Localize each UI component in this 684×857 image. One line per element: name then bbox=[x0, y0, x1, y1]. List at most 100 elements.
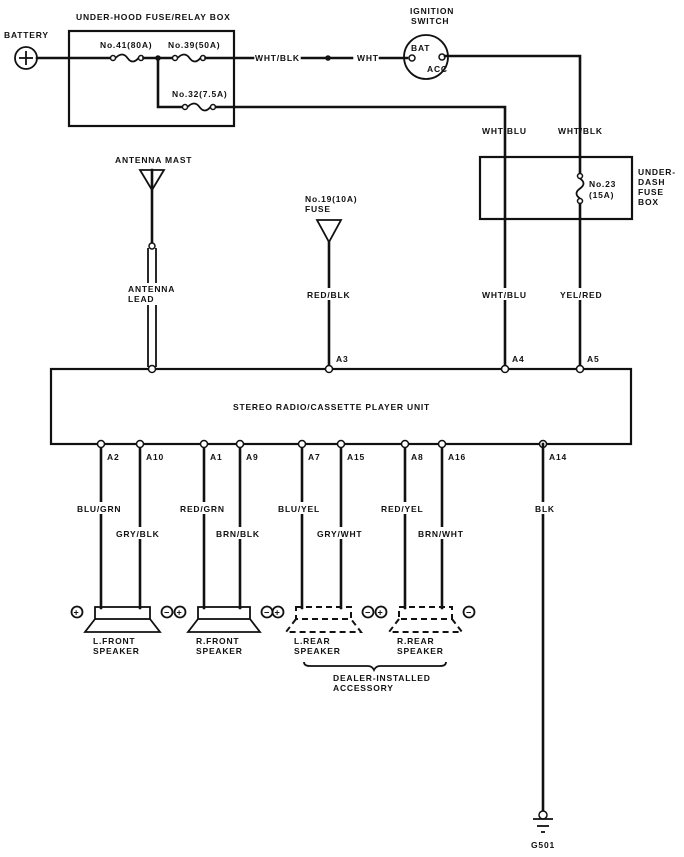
wire-label: BLU/GRN bbox=[77, 504, 121, 514]
speaker-icon bbox=[197, 606, 251, 620]
speaker-label: L.REAR bbox=[294, 636, 330, 646]
stereo-radio-unit: STEREO RADIO/CASSETTE PLAYER UNIT A3 A4 … bbox=[49, 354, 633, 446]
ignition-switch: IGNITION SWITCH BAT ACC bbox=[403, 6, 454, 80]
svg-text:−: − bbox=[365, 608, 370, 618]
svg-text:−: − bbox=[264, 608, 269, 618]
speakers: +−L.FRONTSPEAKER+−R.FRONTSPEAKER+−L.REAR… bbox=[70, 605, 476, 656]
wire-label: BLU/YEL bbox=[278, 504, 320, 514]
under-hood-box-label: UNDER-HOOD FUSE/RELAY BOX bbox=[76, 12, 231, 22]
dealer-label-1: DEALER-INSTALLED bbox=[333, 673, 431, 683]
svg-text:+: + bbox=[275, 608, 280, 618]
speaker-icon bbox=[295, 606, 352, 620]
fuse-19-icon bbox=[315, 219, 343, 244]
ground-g501: BLK G501 bbox=[531, 442, 556, 850]
antenna-lead-label-1: ANTENNA bbox=[128, 284, 175, 294]
under-dash-label-3: FUSE bbox=[638, 187, 664, 197]
under-dash-label-1: UNDER- bbox=[638, 167, 676, 177]
wire-label: GRY/BLK bbox=[116, 529, 160, 539]
pin-a10 bbox=[135, 439, 145, 449]
svg-text:+: + bbox=[378, 608, 383, 618]
pin-a1 bbox=[199, 439, 209, 449]
svg-text:−: − bbox=[466, 608, 471, 618]
wire-label-yel-red: YEL/RED bbox=[560, 290, 602, 300]
speaker-icon bbox=[398, 606, 453, 620]
wire-label: BRN/BLK bbox=[216, 529, 260, 539]
minus-terminal-icon bbox=[361, 605, 375, 619]
pin-label: A15 bbox=[347, 452, 365, 462]
ign-acc-label: ACC bbox=[427, 64, 448, 74]
ground-label: G501 bbox=[531, 840, 555, 850]
fuse-39-label: No.39(50A) bbox=[168, 40, 220, 50]
plus-terminal-icon bbox=[374, 605, 388, 619]
radio-unit-label: STEREO RADIO/CASSETTE PLAYER UNIT bbox=[233, 402, 430, 412]
svg-text:+: + bbox=[74, 608, 79, 618]
dealer-installed-brace: DEALER-INSTALLED ACCESSORY bbox=[303, 661, 447, 693]
ignition-switch-label-2: SWITCH bbox=[411, 16, 449, 26]
wire-label-wht-blu-upper: WHT/BLU bbox=[482, 126, 527, 136]
pin-label-a3: A3 bbox=[336, 354, 348, 364]
speaker-icon bbox=[94, 606, 151, 620]
speaker-label: SPEAKER bbox=[397, 646, 444, 656]
ign-bat-label: BAT bbox=[411, 43, 430, 53]
fuse-39-icon bbox=[171, 53, 207, 63]
fuse-19-feed: No.19(10A) FUSE RED/BLK bbox=[305, 194, 357, 369]
pin-a7 bbox=[297, 439, 307, 449]
wire-label: RED/YEL bbox=[381, 504, 423, 514]
speaker-label: L.FRONT bbox=[93, 636, 135, 646]
plus-terminal-icon bbox=[271, 605, 285, 619]
pin-label: A8 bbox=[411, 452, 423, 462]
pin-a3 bbox=[324, 364, 334, 374]
wire-label-wht-top: WHT bbox=[357, 53, 379, 63]
pin-a5 bbox=[575, 364, 585, 374]
pin-label-a5: A5 bbox=[587, 354, 599, 364]
wire-label: RED/GRN bbox=[180, 504, 225, 514]
pin-a4 bbox=[500, 364, 510, 374]
fuse-23-label-2: (15A) bbox=[589, 190, 614, 200]
dealer-label-2: ACCESSORY bbox=[333, 683, 394, 693]
speaker-wires: BLU/GRNA2GRY/BLKA10RED/GRNA1BRN/BLKA9BLU… bbox=[75, 439, 566, 610]
minus-terminal-icon bbox=[160, 605, 174, 619]
fuse-41-label: No.41(80A) bbox=[100, 40, 152, 50]
splice-dot bbox=[325, 55, 331, 61]
pin-label: A16 bbox=[448, 452, 466, 462]
plus-terminal-icon bbox=[70, 605, 84, 619]
wire-label: BRN/WHT bbox=[418, 529, 464, 539]
antenna-lead-label-2: LEAD bbox=[128, 294, 154, 304]
pin-a8 bbox=[400, 439, 410, 449]
pin-a2 bbox=[96, 439, 106, 449]
wire-label-wht-blu-lower: WHT/BLU bbox=[482, 290, 527, 300]
pin-label: A7 bbox=[308, 452, 320, 462]
speaker-label: SPEAKER bbox=[196, 646, 243, 656]
svg-text:−: − bbox=[164, 608, 169, 618]
speaker-label: SPEAKER bbox=[294, 646, 341, 656]
pin-label: A9 bbox=[246, 452, 258, 462]
pin-label-a4: A4 bbox=[512, 354, 524, 364]
wire-label-red-blk: RED/BLK bbox=[307, 290, 350, 300]
minus-terminal-icon bbox=[462, 605, 476, 619]
speaker-label: SPEAKER bbox=[93, 646, 140, 656]
svg-text:+: + bbox=[177, 608, 182, 618]
pin-a15 bbox=[336, 439, 346, 449]
wire-label: GRY/WHT bbox=[317, 529, 362, 539]
speaker-label: R.REAR bbox=[397, 636, 434, 646]
pin-a9 bbox=[235, 439, 245, 449]
battery-label: BATTERY bbox=[4, 30, 49, 40]
speaker-label: R.FRONT bbox=[196, 636, 239, 646]
fuse-32-label: No.32(7.5A) bbox=[172, 89, 228, 99]
pin-label: A2 bbox=[107, 452, 119, 462]
fuse-23-label-1: No.23 bbox=[589, 179, 616, 189]
wire-label-blk: BLK bbox=[535, 504, 555, 514]
ignition-switch-label-1: IGNITION bbox=[410, 6, 454, 16]
antenna: ANTENNA MAST ANTENNA LEAD bbox=[115, 155, 191, 367]
pin-label: A1 bbox=[210, 452, 222, 462]
wire-label-wht-blk-top: WHT/BLK bbox=[255, 53, 300, 63]
pin-a16 bbox=[437, 439, 447, 449]
battery: BATTERY bbox=[4, 30, 49, 70]
under-dash-label-4: BOX bbox=[638, 197, 659, 207]
wire-label-wht-blk-upper: WHT/BLK bbox=[558, 126, 603, 136]
